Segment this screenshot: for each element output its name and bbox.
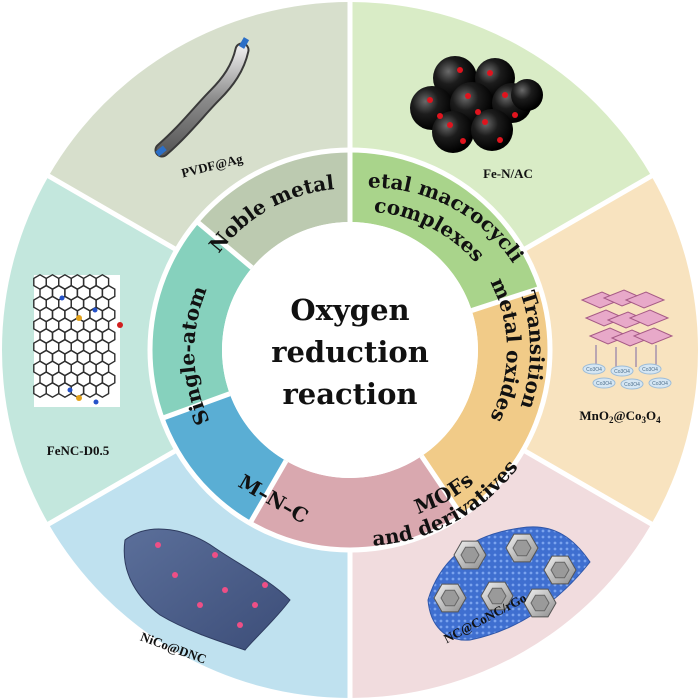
segment-dividers: [45, 0, 655, 700]
outer-segment-noble-metal: [48, 2, 350, 251]
fe-n-ac-carbon-spheres-illustration: Fe-N/AC: [410, 56, 543, 181]
center-line-2: reduction: [271, 335, 429, 369]
svg-text:Co3O4: Co3O4: [586, 367, 602, 373]
caption-fe-n-ac: Fe-N/AC: [483, 166, 533, 181]
svg-text:Co3O4: Co3O4: [652, 381, 668, 387]
svg-text:Co3O4: Co3O4: [614, 369, 630, 375]
inner-segment-mofs: [250, 456, 462, 550]
inner-segment-noble-metal: [196, 150, 350, 268]
svg-text:Co3O4: Co3O4: [624, 382, 640, 388]
fenc-graphene-lattice-illustration: FeNC-D0.5: [33, 273, 123, 458]
center-line-1: Oxygen: [290, 293, 409, 327]
caption-fenc-d05: FeNC-D0.5: [47, 443, 110, 458]
inner-segment-transition-metal-oxides: [421, 288, 550, 516]
inner-segment-single-atom: [150, 221, 252, 419]
outer-segment-transition-metal-oxides: [521, 176, 698, 524]
svg-text:Co3O4: Co3O4: [596, 381, 612, 387]
center-disc: [222, 222, 478, 478]
inner-segment-metal-macrocyclic: [350, 150, 541, 311]
svg-text:Co3O4: Co3O4: [642, 367, 658, 373]
inner-segment-m-n-c: [162, 393, 286, 524]
caption-mno2-co3o4: MnO2@Co3O4: [579, 408, 661, 425]
center-line-3: reaction: [282, 377, 417, 411]
